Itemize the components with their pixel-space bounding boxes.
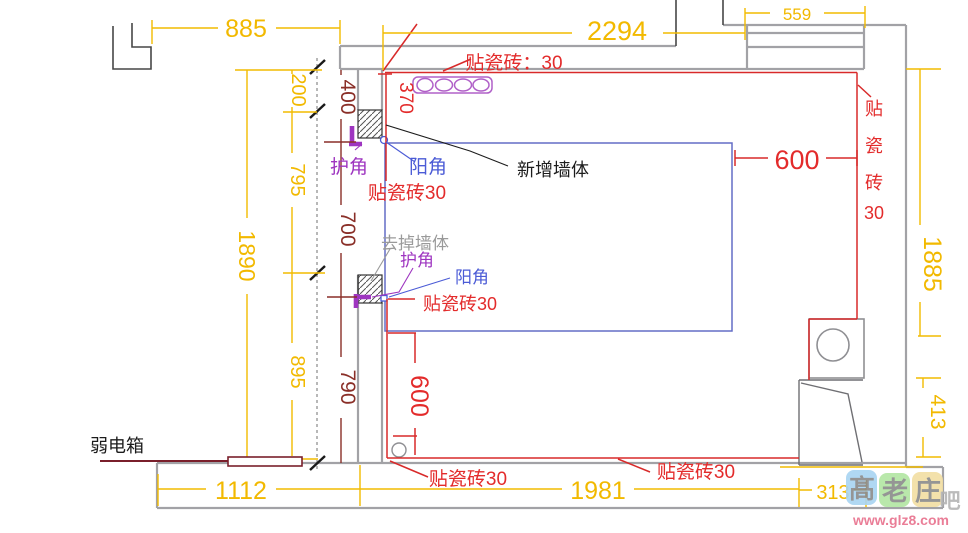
flue-lines bbox=[675, 0, 724, 46]
watermark-char-4: 吧 bbox=[940, 490, 961, 513]
wall-outlines bbox=[155, 23, 945, 510]
dim-795: 795 bbox=[286, 163, 308, 196]
tile-label-mid: 贴瓷砖30 bbox=[423, 294, 497, 314]
corner-guard-label-1: 护角 bbox=[330, 156, 368, 178]
external-corner-marker-2 bbox=[380, 294, 388, 302]
yellow-dimension-lines bbox=[151, 6, 941, 507]
watermark: 髙 老 庄 吧 www.glz8.com bbox=[846, 470, 961, 528]
weak-current-box-symbol bbox=[100, 456, 303, 467]
removed-wall-label: 去掉墙体 bbox=[381, 234, 449, 253]
dim-895: 895 bbox=[286, 355, 308, 388]
removed-wall-leader bbox=[370, 248, 391, 282]
corner-guard-leader-2 bbox=[371, 267, 414, 298]
svg-text:砖: 砖 bbox=[865, 173, 883, 193]
mop-basin bbox=[798, 379, 863, 466]
tile-label-upper: 贴瓷砖30 bbox=[368, 182, 446, 204]
dim-600-horizontal: 600 bbox=[774, 145, 819, 175]
dim-885: 885 bbox=[225, 15, 267, 43]
watermark-char-1: 髙 bbox=[849, 474, 875, 504]
dim-1890: 1890 bbox=[234, 230, 260, 281]
door-jamb bbox=[112, 23, 152, 70]
corner-guard-leader-1 bbox=[354, 143, 363, 151]
watermark-url: www.glz8.com bbox=[852, 512, 949, 528]
watermark-char-2: 老 bbox=[882, 476, 908, 506]
svg-text:瓷: 瓷 bbox=[865, 136, 883, 156]
counter-area-rect bbox=[384, 142, 733, 332]
tile-label-bottom-mid: 贴瓷砖30 bbox=[657, 461, 735, 483]
dim-600-vertical: 600 bbox=[405, 375, 433, 417]
wall-dark-lines bbox=[112, 0, 724, 70]
new-wall-label: 新增墙体 bbox=[517, 160, 589, 180]
external-corner-label-1: 阳角 bbox=[409, 156, 447, 178]
washing-machine bbox=[808, 318, 865, 379]
dim-1981: 1981 bbox=[570, 477, 626, 505]
external-corner-label-2: 阳角 bbox=[455, 268, 489, 287]
tile-label-top: 贴瓷砖：30 bbox=[465, 52, 562, 74]
tile-lines bbox=[378, 23, 872, 478]
dim-400: 400 bbox=[336, 79, 359, 114]
stove-icon bbox=[412, 76, 493, 94]
watermark-char-3: 庄 bbox=[915, 476, 941, 506]
external-corner-leader-2 bbox=[388, 277, 451, 298]
new-wall-hatch bbox=[357, 109, 383, 139]
svg-text:30: 30 bbox=[864, 203, 884, 223]
weak-current-box-label: 弱电箱 bbox=[90, 436, 144, 456]
dim-1112: 1112 bbox=[215, 477, 267, 505]
floor-drain-icon bbox=[391, 442, 407, 458]
dim-559: 559 bbox=[783, 5, 811, 24]
dim-790: 790 bbox=[336, 369, 359, 404]
dim-1885: 1885 bbox=[918, 236, 946, 292]
dim-700: 700 bbox=[336, 211, 359, 246]
tile-label-right-vertical: 贴 瓷 砖 30 bbox=[864, 99, 884, 223]
svg-text:贴: 贴 bbox=[865, 99, 883, 119]
washing-machine-drum-icon bbox=[816, 328, 850, 362]
dim-370: 370 bbox=[395, 82, 416, 114]
dim-413: 413 bbox=[926, 394, 949, 429]
external-corner-leader-1 bbox=[385, 141, 416, 163]
dim-2294: 2294 bbox=[587, 16, 647, 46]
slash-ticks bbox=[309, 59, 326, 471]
dim-200: 200 bbox=[287, 73, 309, 106]
new-wall-leader bbox=[385, 124, 509, 167]
corner-guard-label-2: 护角 bbox=[400, 251, 434, 270]
tile-label-bottom-left: 贴瓷砖30 bbox=[429, 468, 507, 490]
dim-313: 313 bbox=[816, 482, 849, 504]
maroon-dimension-lines bbox=[324, 70, 357, 463]
